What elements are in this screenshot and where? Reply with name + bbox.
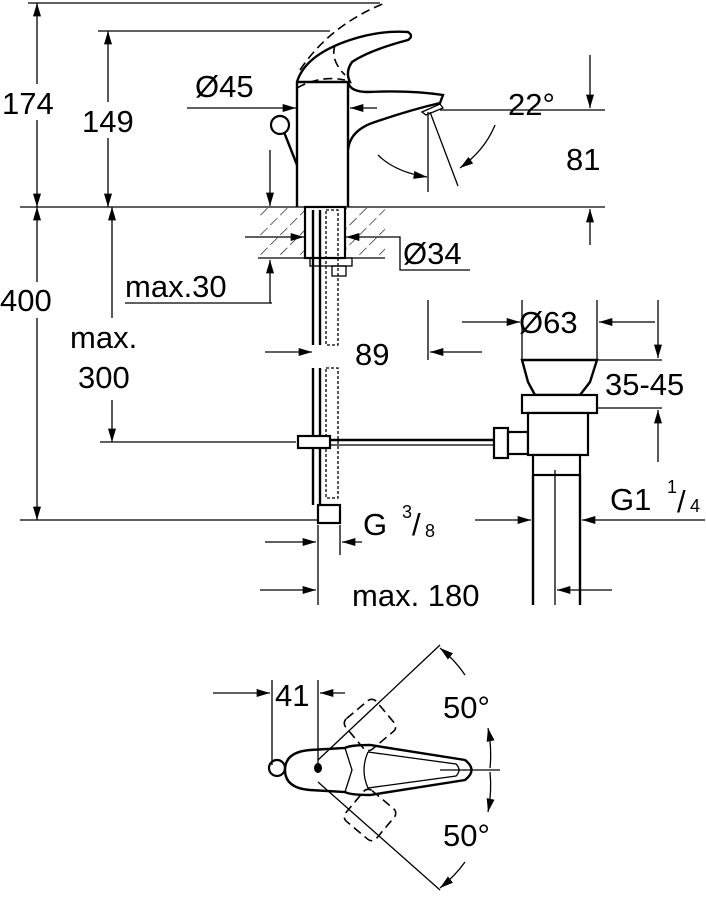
dim-body-diameter: Ø45 bbox=[195, 69, 254, 104]
dimension-diameter-34: Ø34 bbox=[245, 233, 470, 271]
dim-total-height: 174 bbox=[2, 86, 54, 121]
dimension-g1-1-4: G1 1 / 4 bbox=[475, 477, 705, 524]
dim-below-deck: 400 bbox=[0, 283, 52, 318]
thread-denominator: 8 bbox=[425, 521, 435, 541]
dim-rod-offset: 89 bbox=[355, 337, 389, 372]
dim-angle-lower: 50° bbox=[443, 818, 490, 853]
dim-max-rod-label: max. bbox=[70, 320, 137, 355]
thread-numerator: 3 bbox=[402, 502, 412, 522]
dim-lever-offset: 41 bbox=[275, 678, 309, 713]
dimension-149: 149 bbox=[78, 30, 148, 208]
dimension-max-300: max. 300 bbox=[70, 206, 137, 442]
dim-spout-projection: 81 bbox=[566, 142, 600, 177]
dimension-35-45: 35-45 bbox=[597, 300, 684, 462]
dimension-g-3-8: G 3 / 8 bbox=[265, 502, 435, 605]
dim-max-rod-value: 300 bbox=[78, 360, 130, 395]
dimension-89: 89 bbox=[265, 300, 482, 372]
fraction-slash: / bbox=[412, 507, 421, 542]
dimension-50-degrees: 50° 50° bbox=[439, 647, 495, 889]
faucet-side bbox=[269, 2, 445, 207]
fraction-slash: / bbox=[677, 484, 686, 519]
dimension-diameter-45: Ø45 bbox=[187, 69, 377, 112]
dimension-spout-angle: 22° 81 bbox=[266, 55, 600, 245]
dimension-400: 400 bbox=[0, 206, 68, 520]
dim-drain-thread: G1 bbox=[610, 482, 651, 517]
dim-max-deck: max.30 bbox=[125, 269, 227, 304]
deck-section bbox=[258, 205, 385, 277]
dim-hose-thread: G bbox=[363, 507, 387, 542]
dim-hole-diameter: Ø34 bbox=[403, 236, 462, 271]
faucet-plan-view bbox=[267, 644, 500, 891]
dim-spout-angle: 22° bbox=[508, 87, 555, 122]
dim-spout-height: 149 bbox=[82, 104, 134, 139]
dimension-diameter-63: Ø63 bbox=[462, 300, 655, 360]
thread-denominator: 4 bbox=[690, 496, 700, 516]
dim-angle-upper: 50° bbox=[443, 690, 490, 725]
dim-drain-diameter: Ø63 bbox=[519, 305, 578, 340]
dimension-max-180: max. 180 bbox=[260, 470, 612, 613]
dimension-174: 174 bbox=[0, 2, 72, 208]
drain-assembly bbox=[330, 358, 599, 605]
dim-max-distance: max. 180 bbox=[352, 578, 480, 613]
supply-hoses bbox=[296, 209, 342, 525]
dimension-max-30: max.30 bbox=[125, 260, 274, 304]
dimension-41: 41 bbox=[213, 678, 345, 765]
dim-drain-range: 35-45 bbox=[605, 367, 684, 402]
thread-numerator: 1 bbox=[667, 477, 677, 497]
